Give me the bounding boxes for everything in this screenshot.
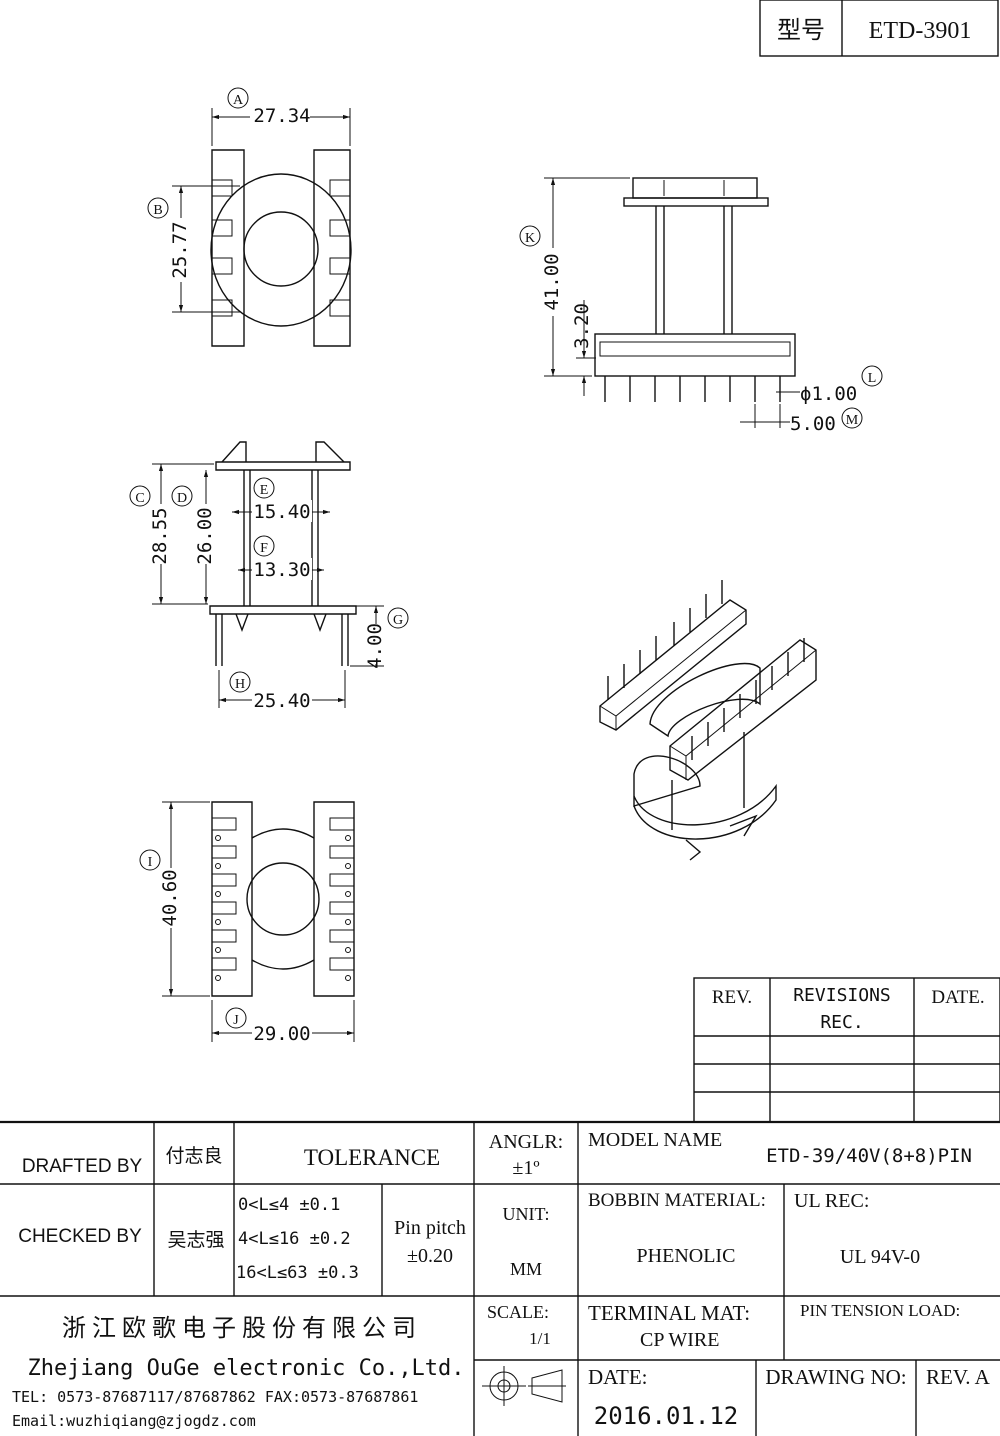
model-value: ETD-3901 [869,18,972,44]
model-label: 型号 [777,17,825,44]
model-header: 型号 ETD-3901 [759,0,999,57]
dim-i: 40.60 [159,869,181,926]
company-tel-fax: TEL: 0573-87687117/87687862 FAX:0573-876… [12,1388,418,1406]
balloon-i: I [148,855,153,870]
drafted-by-name: 付志良 [165,1145,222,1167]
dim-d: 26.00 [194,507,216,564]
tolerance-row-2: 4<L≤16 ±0.2 [238,1229,351,1249]
side-view: 41.00 K 3.20 ϕ1.00 L 5.00 M [519,177,883,435]
dim-a: 27.34 [253,105,310,127]
drafted-by-label: DRAFTED BY [22,1156,143,1177]
dim-c: 28.55 [149,507,171,564]
pin-tension-label: PIN TENSION LOAD: [800,1301,960,1320]
dim-e: 15.40 [253,501,310,523]
dim-k: 41.00 [541,253,563,310]
terminal-mat-value: CP WIRE [640,1329,719,1351]
dim-h: 25.40 [253,690,310,712]
ul-rec-label: UL REC: [794,1190,869,1212]
pin-pitch-label: Pin pitch [394,1217,466,1239]
company-email: Email:wuzhiqiang@zjogdz.com [12,1412,256,1430]
bobbin-material-value: PHENOLIC [637,1245,736,1267]
date-header: DATE. [931,987,984,1008]
isometric-view [599,580,817,861]
angle-label: ANGLR: [489,1131,563,1153]
balloon-c: C [135,491,144,506]
dim-k2: 3.20 [571,303,593,349]
model-name-value: ETD-39/40V(8+8)PIN [766,1145,972,1167]
bottom-view: 40.60 I 29.00 J [139,801,355,1045]
revision-table: REV. REVISIONS REC. DATE. [693,977,1000,1123]
tolerance-row-1: 0<L≤4 ±0.1 [238,1195,340,1215]
front-view: 28.55 C 26.00 D 15.40 E 13.30 F 4.00 G 2 [129,441,409,712]
title-block: DRAFTED BY 付志良 TOLERANCE ANGLR: ±1º MODE… [0,1120,1000,1436]
drawing-no-label: DRAWING NO: [765,1365,906,1389]
balloon-j: J [233,1013,239,1028]
dim-b: 25.77 [169,221,191,278]
balloon-k: K [525,231,535,246]
dim-j: 29.00 [253,1023,310,1045]
balloon-f: F [260,541,268,556]
bobbin-material-label: BOBBIN MATERIAL: [588,1190,766,1211]
balloon-b: B [153,203,162,218]
balloon-e: E [260,483,269,498]
revisions-header-2: REC. [820,1012,863,1033]
tolerance-label: TOLERANCE [304,1145,440,1170]
rev-header: REV. [712,987,752,1008]
model-name-label: MODEL NAME [588,1129,722,1151]
projection-symbol [482,1366,566,1406]
date-value: 2016.01.12 [594,1402,739,1430]
date-label: DATE: [588,1365,648,1389]
tolerance-row-3: 16<L≤63 ±0.3 [236,1263,359,1283]
terminal-mat-label: TERMINAL MAT: [588,1301,750,1325]
dim-f: 13.30 [253,559,310,581]
company-name-cn: 浙江欧歌电子股份有限公司 [62,1315,422,1342]
dim-g: 4.00 [364,623,386,669]
scale-label: SCALE: [487,1302,549,1322]
angle-value: ±1º [512,1157,539,1179]
unit-value: MM [510,1259,542,1279]
scale-value: 1/1 [529,1329,551,1348]
top-view: 27.34 A 25.77 B [147,87,352,347]
dim-l: ϕ1.00 [800,383,857,405]
balloon-d: D [177,491,187,506]
balloon-a: A [233,93,244,108]
balloon-m: M [846,413,859,428]
company-name-en: Zhejiang OuGe electronic Co.,Ltd. [27,1356,464,1381]
pin-pitch-value: ±0.20 [407,1245,453,1267]
revisions-header-1: REVISIONS [793,985,891,1006]
balloon-h: H [235,677,245,692]
checked-by-label: CHECKED BY [18,1226,142,1247]
unit-label: UNIT: [502,1204,549,1224]
balloon-l: L [868,371,877,386]
checked-by-name: 吴志强 [167,1229,224,1251]
balloon-g: G [393,613,403,628]
rev-a-label: REV. A [926,1365,991,1389]
dim-m: 5.00 [790,413,836,435]
ul-rec-value: UL 94V-0 [840,1246,920,1268]
